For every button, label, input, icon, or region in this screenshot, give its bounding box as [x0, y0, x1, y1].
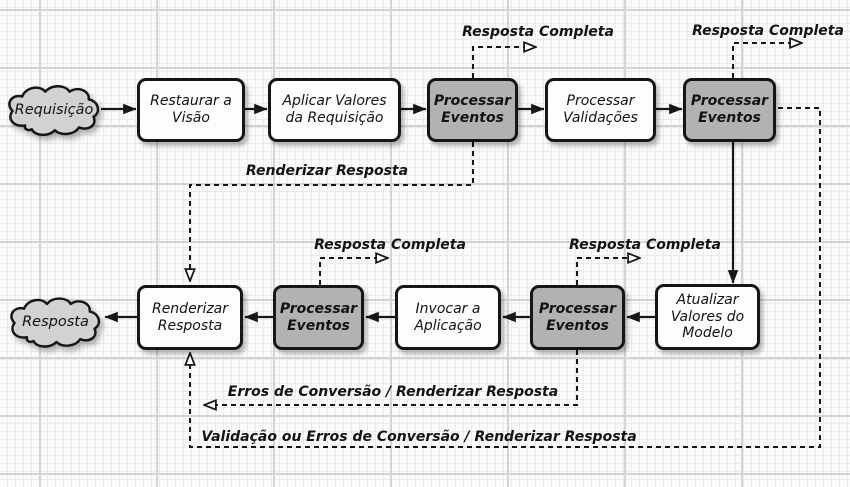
cloud-requisicao-label: Requisição: [14, 102, 94, 118]
edge-label-erros-conversao: Erros de Conversão / Renderizar Resposta: [227, 384, 559, 400]
box-label: Invocar a Aplicação: [414, 300, 482, 334]
cloud-resposta: Resposta: [6, 295, 105, 349]
dashed-resposta-completa-mid-1: [319, 258, 388, 285]
box-label: Processar Eventos: [690, 93, 769, 126]
cloud-shape-icon: [10, 297, 101, 348]
edge-label-resposta-completa-top-1: Resposta Completa: [462, 24, 614, 40]
flow-box-aplicar-valores: Aplicar Valores da Requisição: [268, 78, 401, 142]
dashed-validacao-ou-erros: [190, 107, 821, 448]
cloud-resposta-label: Resposta: [22, 314, 89, 330]
edge-label-validacao-ou-erros: Validação ou Erros de Conversão / Render…: [201, 429, 637, 445]
box-label: Restaurar a Visão: [150, 93, 232, 126]
dashed-resposta-completa-top-1: [472, 47, 536, 78]
box-label: Processar Eventos: [279, 300, 358, 334]
edge-label-resposta-completa-mid-1: Resposta Completa: [314, 237, 466, 253]
flow-box-processar-eventos-1: Processar Eventos: [427, 78, 518, 142]
box-label: Aplicar Valores da Requisição: [282, 93, 387, 126]
flow-box-processar-eventos-4: Processar Eventos: [273, 285, 364, 350]
box-label: Renderizar Resposta: [151, 300, 229, 334]
dashed-resposta-completa-mid-2: [576, 258, 640, 285]
box-label: Processar Eventos: [538, 300, 617, 334]
flow-box-processar-validacoes: Processar Validações: [545, 78, 656, 142]
edge-label-renderizar-resposta: Renderizar Resposta: [245, 163, 409, 179]
flow-box-invocar-aplicacao: Invocar a Aplicação: [395, 285, 501, 350]
box-label: Processar Eventos: [433, 93, 512, 126]
edge-label-resposta-completa-mid-2: Resposta Completa: [569, 237, 721, 253]
flow-box-renderizar-resposta: Renderizar Resposta: [137, 285, 243, 350]
dashed-erros-conversao: [204, 350, 578, 405]
flow-box-processar-eventos-2: Processar Eventos: [683, 78, 776, 142]
flow-box-restaurar-a-visao: Restaurar a Visão: [137, 78, 245, 142]
edge-label-resposta-completa-top-2: Resposta Completa: [692, 23, 844, 39]
box-label: Processar Validações: [563, 93, 638, 126]
cloud-requisicao: Requisição: [3, 83, 105, 137]
flow-box-processar-eventos-3: Processar Eventos: [530, 285, 625, 350]
dashed-renderizar-resposta: [190, 142, 474, 281]
cloud-shape-icon: [8, 85, 100, 137]
flow-box-atualizar-valores: Atualizar Valores do Modelo: [655, 284, 760, 350]
dashed-resposta-completa-top-2: [732, 43, 802, 78]
box-label: Atualizar Valores do Modelo: [670, 292, 745, 342]
